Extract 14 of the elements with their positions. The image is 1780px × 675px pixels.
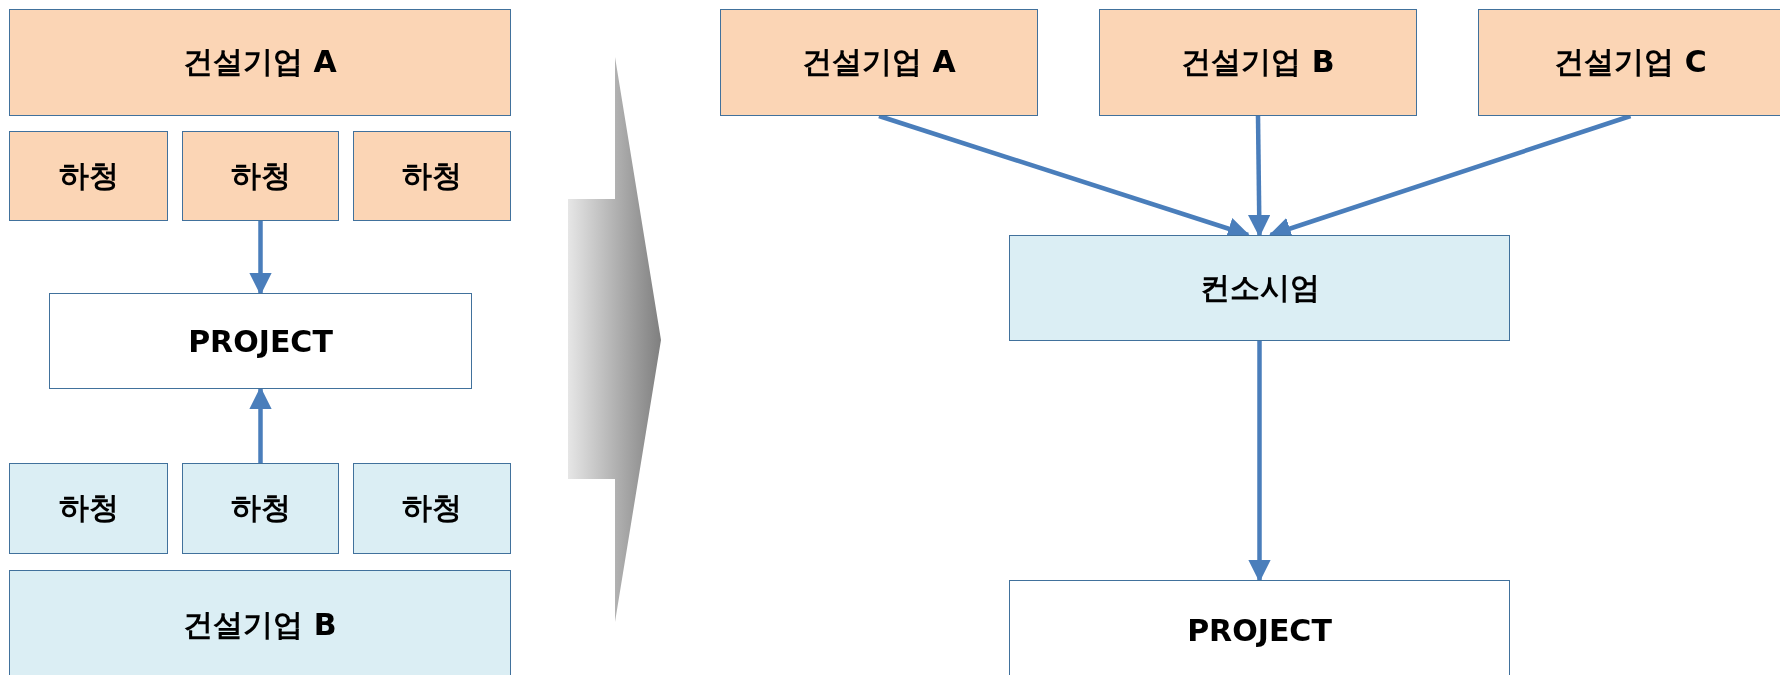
consortium-box: 컨소시엄 <box>1009 235 1510 341</box>
company-box: 건설기업 C <box>1478 9 1780 116</box>
project-box: PROJECT <box>1009 580 1510 675</box>
subcontractor-box: 하청 <box>353 131 511 221</box>
subcontractor-box: 하청 <box>9 463 168 554</box>
project-box: PROJECT <box>49 293 472 389</box>
company-box: 건설기업 A <box>9 9 511 116</box>
company-box: 건설기업 B <box>9 570 511 675</box>
subcontractor-box: 하청 <box>9 131 168 221</box>
subcontractor-box: 하청 <box>182 463 339 554</box>
company-box: 건설기업 A <box>720 9 1038 116</box>
subcontractor-box: 하청 <box>182 131 339 221</box>
company-box: 건설기업 B <box>1099 9 1417 116</box>
subcontractor-box: 하청 <box>353 463 511 554</box>
